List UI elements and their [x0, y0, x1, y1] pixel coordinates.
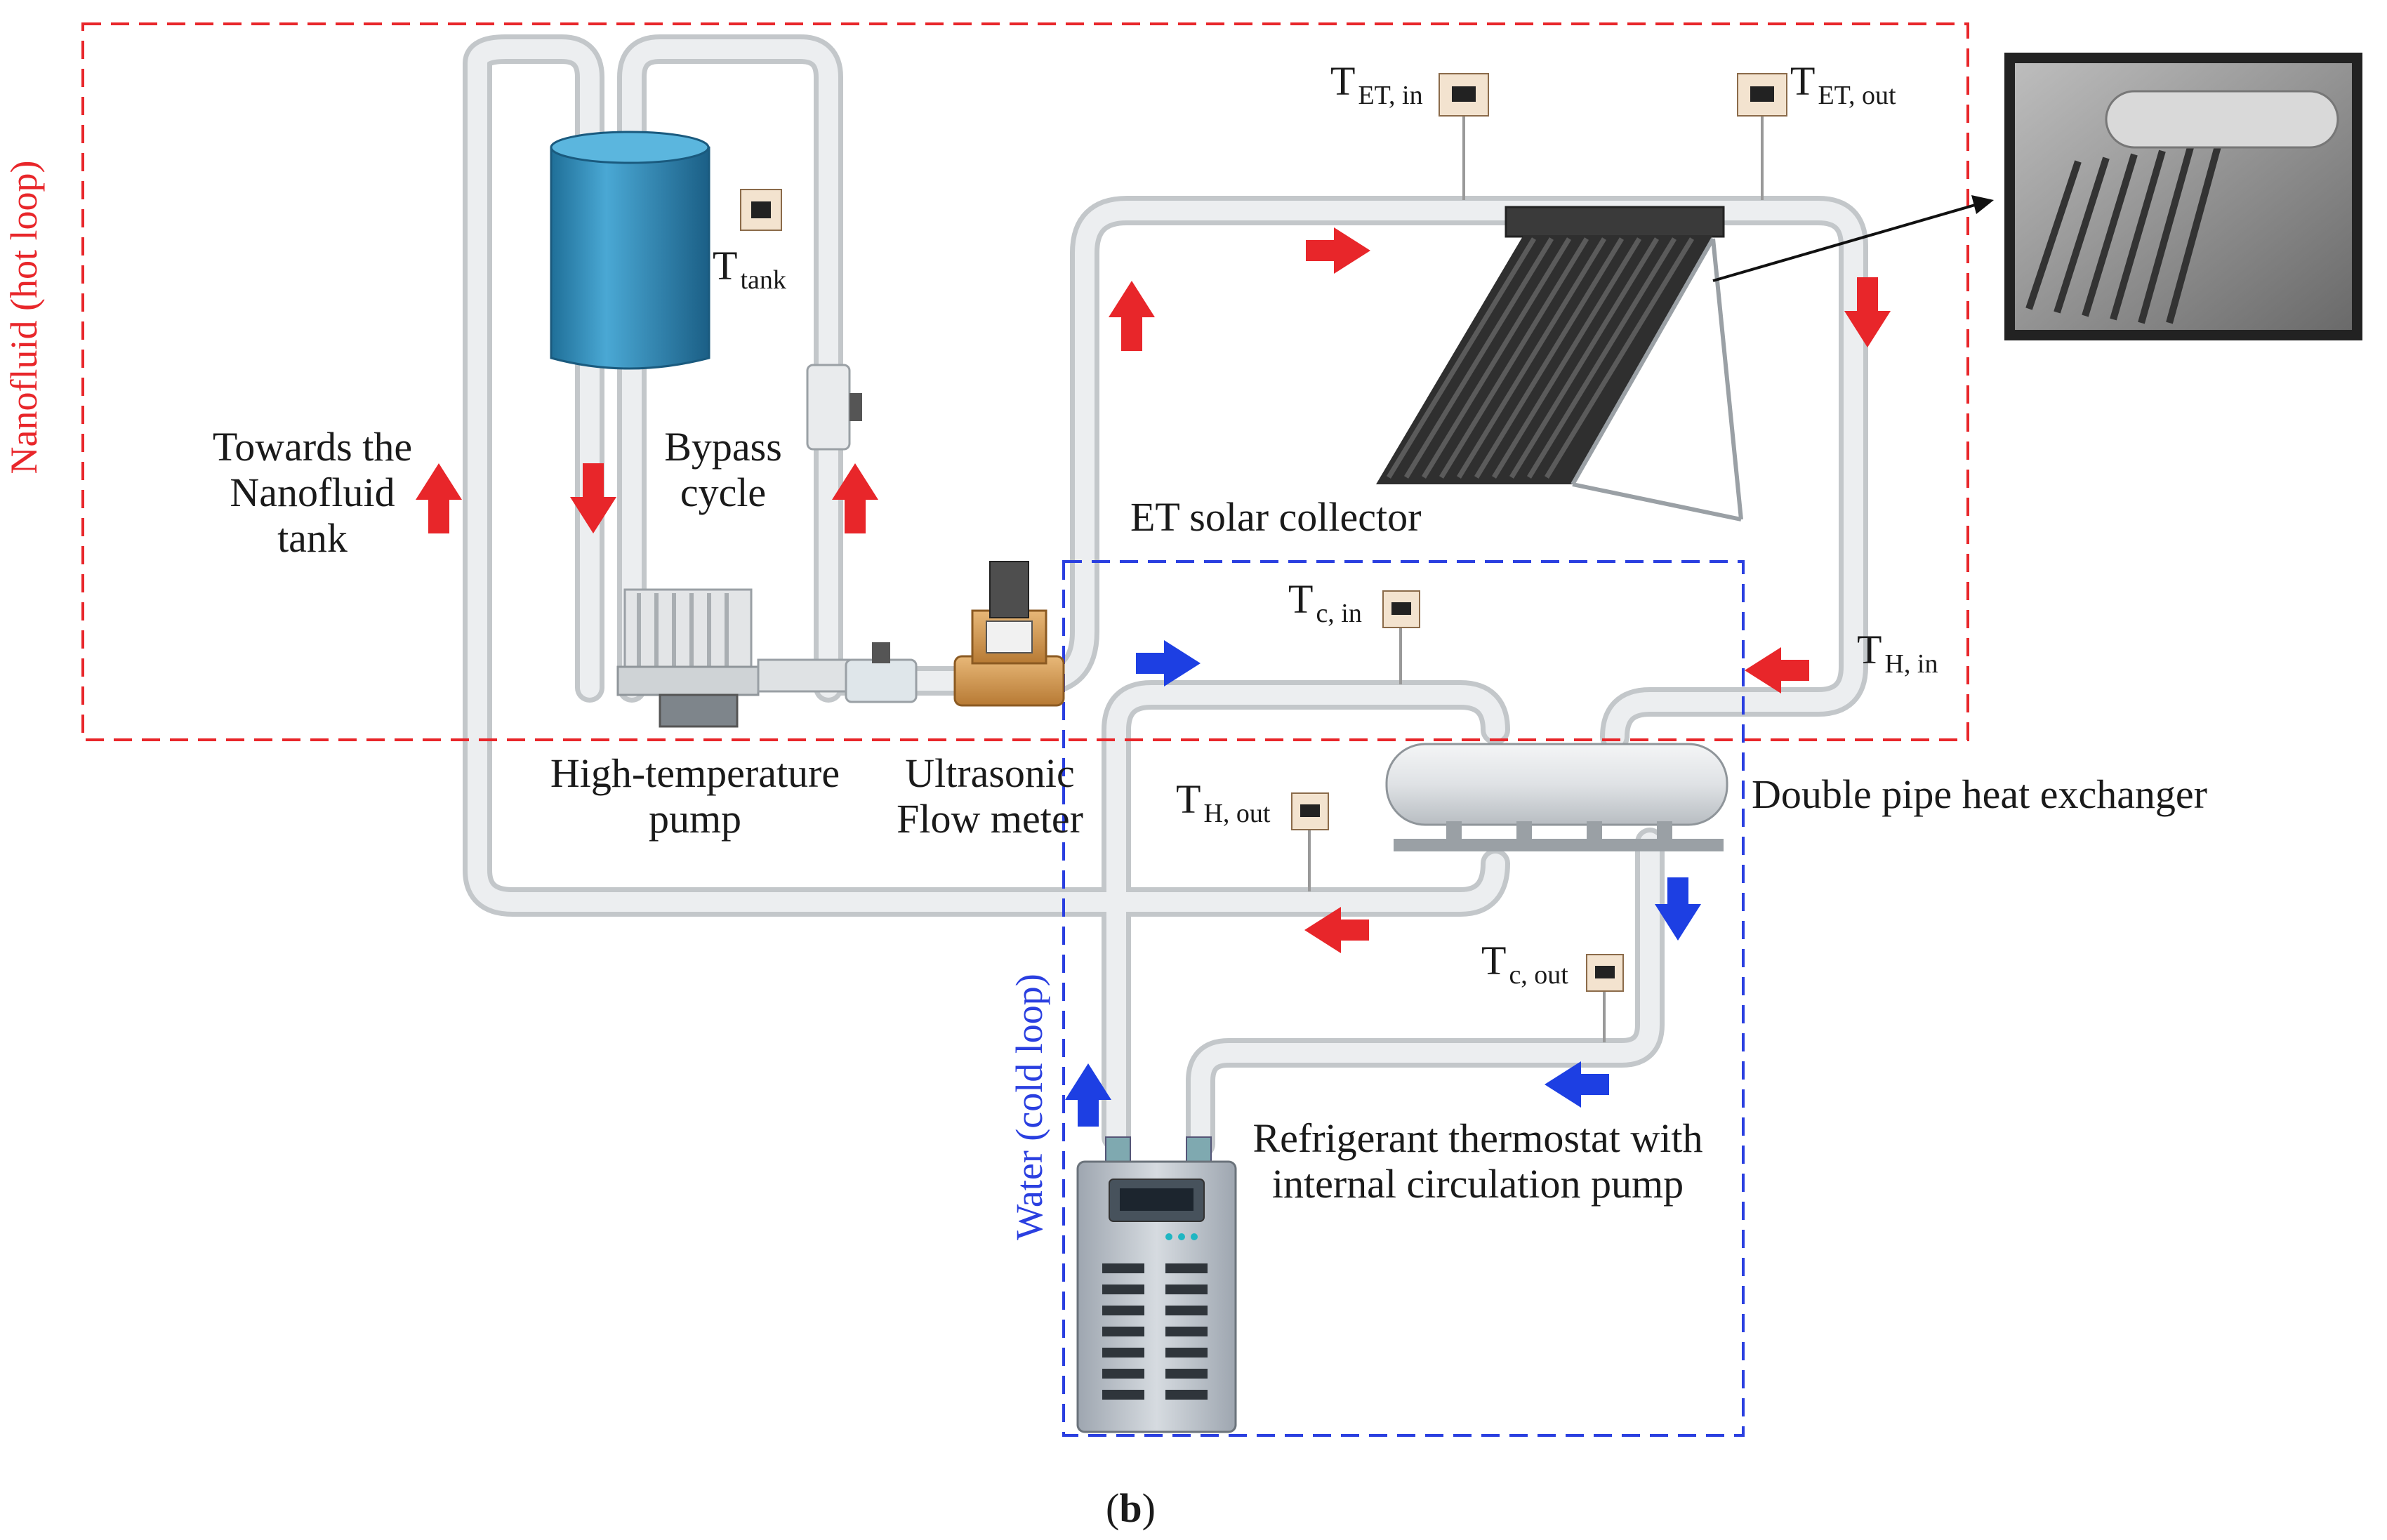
arrow-left-hx-inlet: [1745, 647, 1809, 693]
caption-open: (: [1106, 1485, 1120, 1531]
thermostat-line2: internal circulation pump: [1271, 1160, 1684, 1207]
pipe-network: [463, 34, 1868, 1159]
arrow-down-tank-outlet: [570, 463, 616, 533]
hot-loop-boundary: [81, 22, 1969, 741]
bypass-valve: [806, 364, 862, 451]
refrigerant-thermostat: [1076, 1136, 1237, 1433]
thermostat-line1: Refrigerant thermostat with: [1252, 1115, 1703, 1161]
t-h-out-main: T: [1176, 776, 1201, 822]
t-c-out-sub: c, out: [1509, 960, 1568, 990]
arrow-up-from-thermostat: [1065, 1063, 1111, 1127]
sensor-t-et-out: [1737, 73, 1787, 200]
sensor-t-et-in: [1439, 73, 1489, 200]
t-c-out-main: T: [1481, 938, 1507, 983]
flow-arrows-hot: [416, 227, 1891, 953]
temperature-sensors: [740, 73, 1787, 1042]
t-et-in-sub: ET, in: [1358, 81, 1423, 111]
caption-close: ): [1142, 1485, 1156, 1531]
high-temperature-pump: [616, 588, 851, 728]
t-h-in-main: T: [1857, 627, 1882, 672]
arrow-left-return: [1304, 907, 1369, 953]
heat-exchanger-label: Double pipe heat exchanger: [1752, 771, 2207, 817]
ultrasonic-flow-meter: [953, 561, 1065, 707]
arrow-right-hx-cold-in: [1136, 640, 1201, 686]
arrow-up-collector-feed: [1109, 281, 1155, 351]
sensor-t-h-out: [1291, 792, 1329, 891]
arrow-left-to-thermostat: [1545, 1061, 1609, 1108]
flow-meter-line1: Ultrasonic: [905, 750, 1075, 796]
arrow-down-collector-outlet: [1844, 277, 1891, 347]
pump-label: High-temperature pump: [513, 750, 878, 842]
t-et-in-main: T: [1330, 58, 1356, 104]
sensor-t-c-out: [1586, 954, 1624, 1042]
bypass-cycle-label: Bypass cycle: [632, 424, 814, 516]
flow-meter-label: Ultrasonic Flow meter: [864, 750, 1116, 842]
cold-loop-label: Water (cold loop): [1008, 974, 1050, 1240]
figure-caption: (b): [1106, 1485, 1156, 1532]
caption-letter: b: [1119, 1485, 1142, 1531]
bypass-line2: cycle: [680, 469, 767, 515]
sensor-t-tank: [740, 189, 782, 231]
arrow-up-bypass: [832, 463, 878, 533]
cold-loop-boundary: [1062, 560, 1745, 1437]
t-c-in-sub: c, in: [1316, 599, 1362, 629]
t-et-out-main: T: [1790, 58, 1816, 104]
t-h-in-sub: H, in: [1884, 649, 1938, 679]
towards-tank-line1: Towards the: [212, 424, 413, 470]
hot-loop-label: Nanofluid (hot loop): [3, 160, 45, 474]
t-et-out-sub: ET, out: [1818, 81, 1896, 111]
nanofluid-tank: [550, 131, 710, 370]
t-h-out-sub: H, out: [1203, 799, 1271, 829]
thermostat-label: Refrigerant thermostat with internal cir…: [1211, 1115, 1745, 1207]
towards-tank-line2: Nanofluid: [230, 469, 395, 515]
flow-control-valve: [845, 642, 918, 703]
double-pipe-heat-exchanger: [1385, 743, 1728, 851]
t-c-in-main: T: [1288, 576, 1314, 622]
collector-photo: [1712, 53, 2362, 340]
pump-line1: High-temperature: [550, 750, 840, 796]
arrow-up-towards-tank: [416, 463, 462, 533]
t-tank-sub: tank: [740, 265, 786, 296]
arrow-right-collector-inlet: [1306, 227, 1370, 274]
sensor-t-c-in: [1382, 590, 1420, 684]
towards-tank-label: Towards the Nanofluid tank: [179, 424, 446, 562]
towards-tank-line3: tank: [277, 515, 348, 561]
bypass-line1: Bypass: [664, 424, 782, 470]
arrow-down-hx-cold-out: [1655, 877, 1701, 941]
flow-arrows-cold: [1065, 640, 1701, 1127]
et-solar-collector: [1376, 206, 1743, 522]
collector-label: ET solar collector: [1130, 494, 1422, 540]
pump-line2: pump: [648, 795, 742, 842]
t-tank-main: T: [713, 243, 738, 288]
flow-meter-line2: Flow meter: [897, 795, 1083, 842]
